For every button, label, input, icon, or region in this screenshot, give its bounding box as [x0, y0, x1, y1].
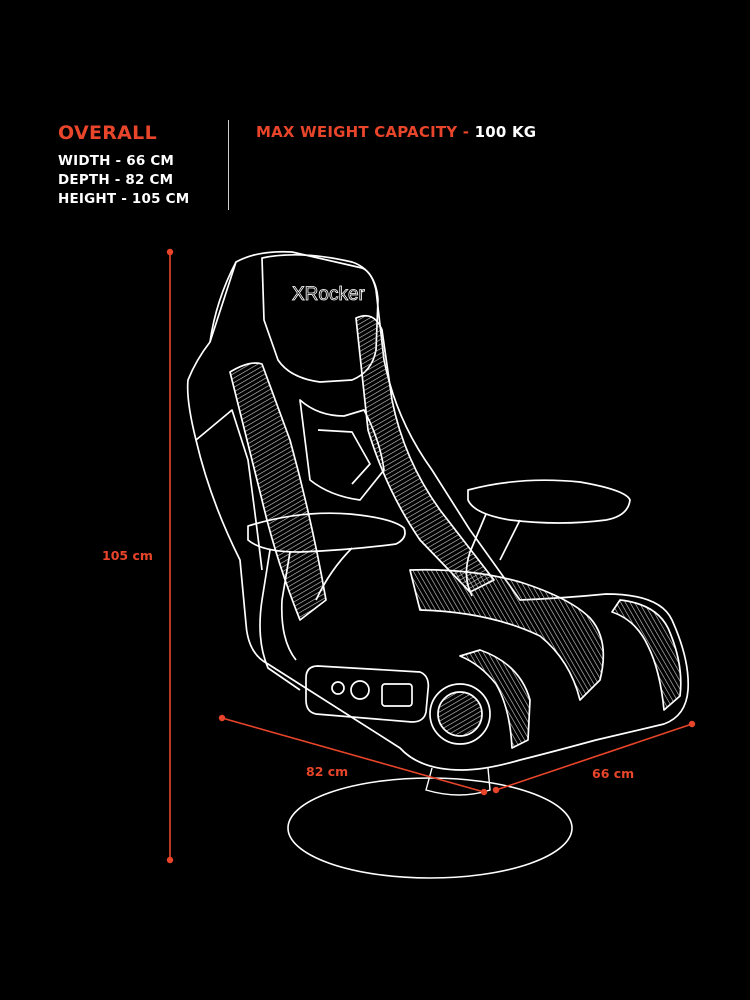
capacity-value: 100 KG: [474, 123, 537, 141]
height-spec: HEIGHT - 105 CM: [58, 191, 190, 207]
width-dimension-label: 66 cm: [592, 766, 635, 781]
width-dimension-line: [492, 720, 696, 794]
height-dimension-label: 105 cm: [102, 548, 153, 563]
overall-specs: OVERALL WIDTH - 66 CM DEPTH - 82 CM HEIG…: [58, 122, 189, 209]
width-spec: WIDTH - 66 CM: [58, 153, 175, 169]
left-armrest: [247, 512, 406, 691]
swivel-base: [287, 767, 573, 879]
divider: [228, 120, 229, 210]
right-armrest: [465, 479, 631, 597]
capacity-label: MAX WEIGHT CAPACITY -: [256, 123, 475, 141]
depth-dimension-line: [218, 714, 488, 796]
chair-body: [186, 250, 690, 771]
max-weight-capacity: MAX WEIGHT CAPACITY - 100 KG: [256, 123, 536, 141]
depth-spec: DEPTH - 82 CM: [58, 172, 174, 188]
overall-heading: OVERALL: [58, 122, 157, 144]
depth-dimension-label: 82 cm: [306, 764, 349, 779]
height-dimension-line: [166, 248, 174, 864]
brand-logo: XRocker: [292, 284, 366, 305]
